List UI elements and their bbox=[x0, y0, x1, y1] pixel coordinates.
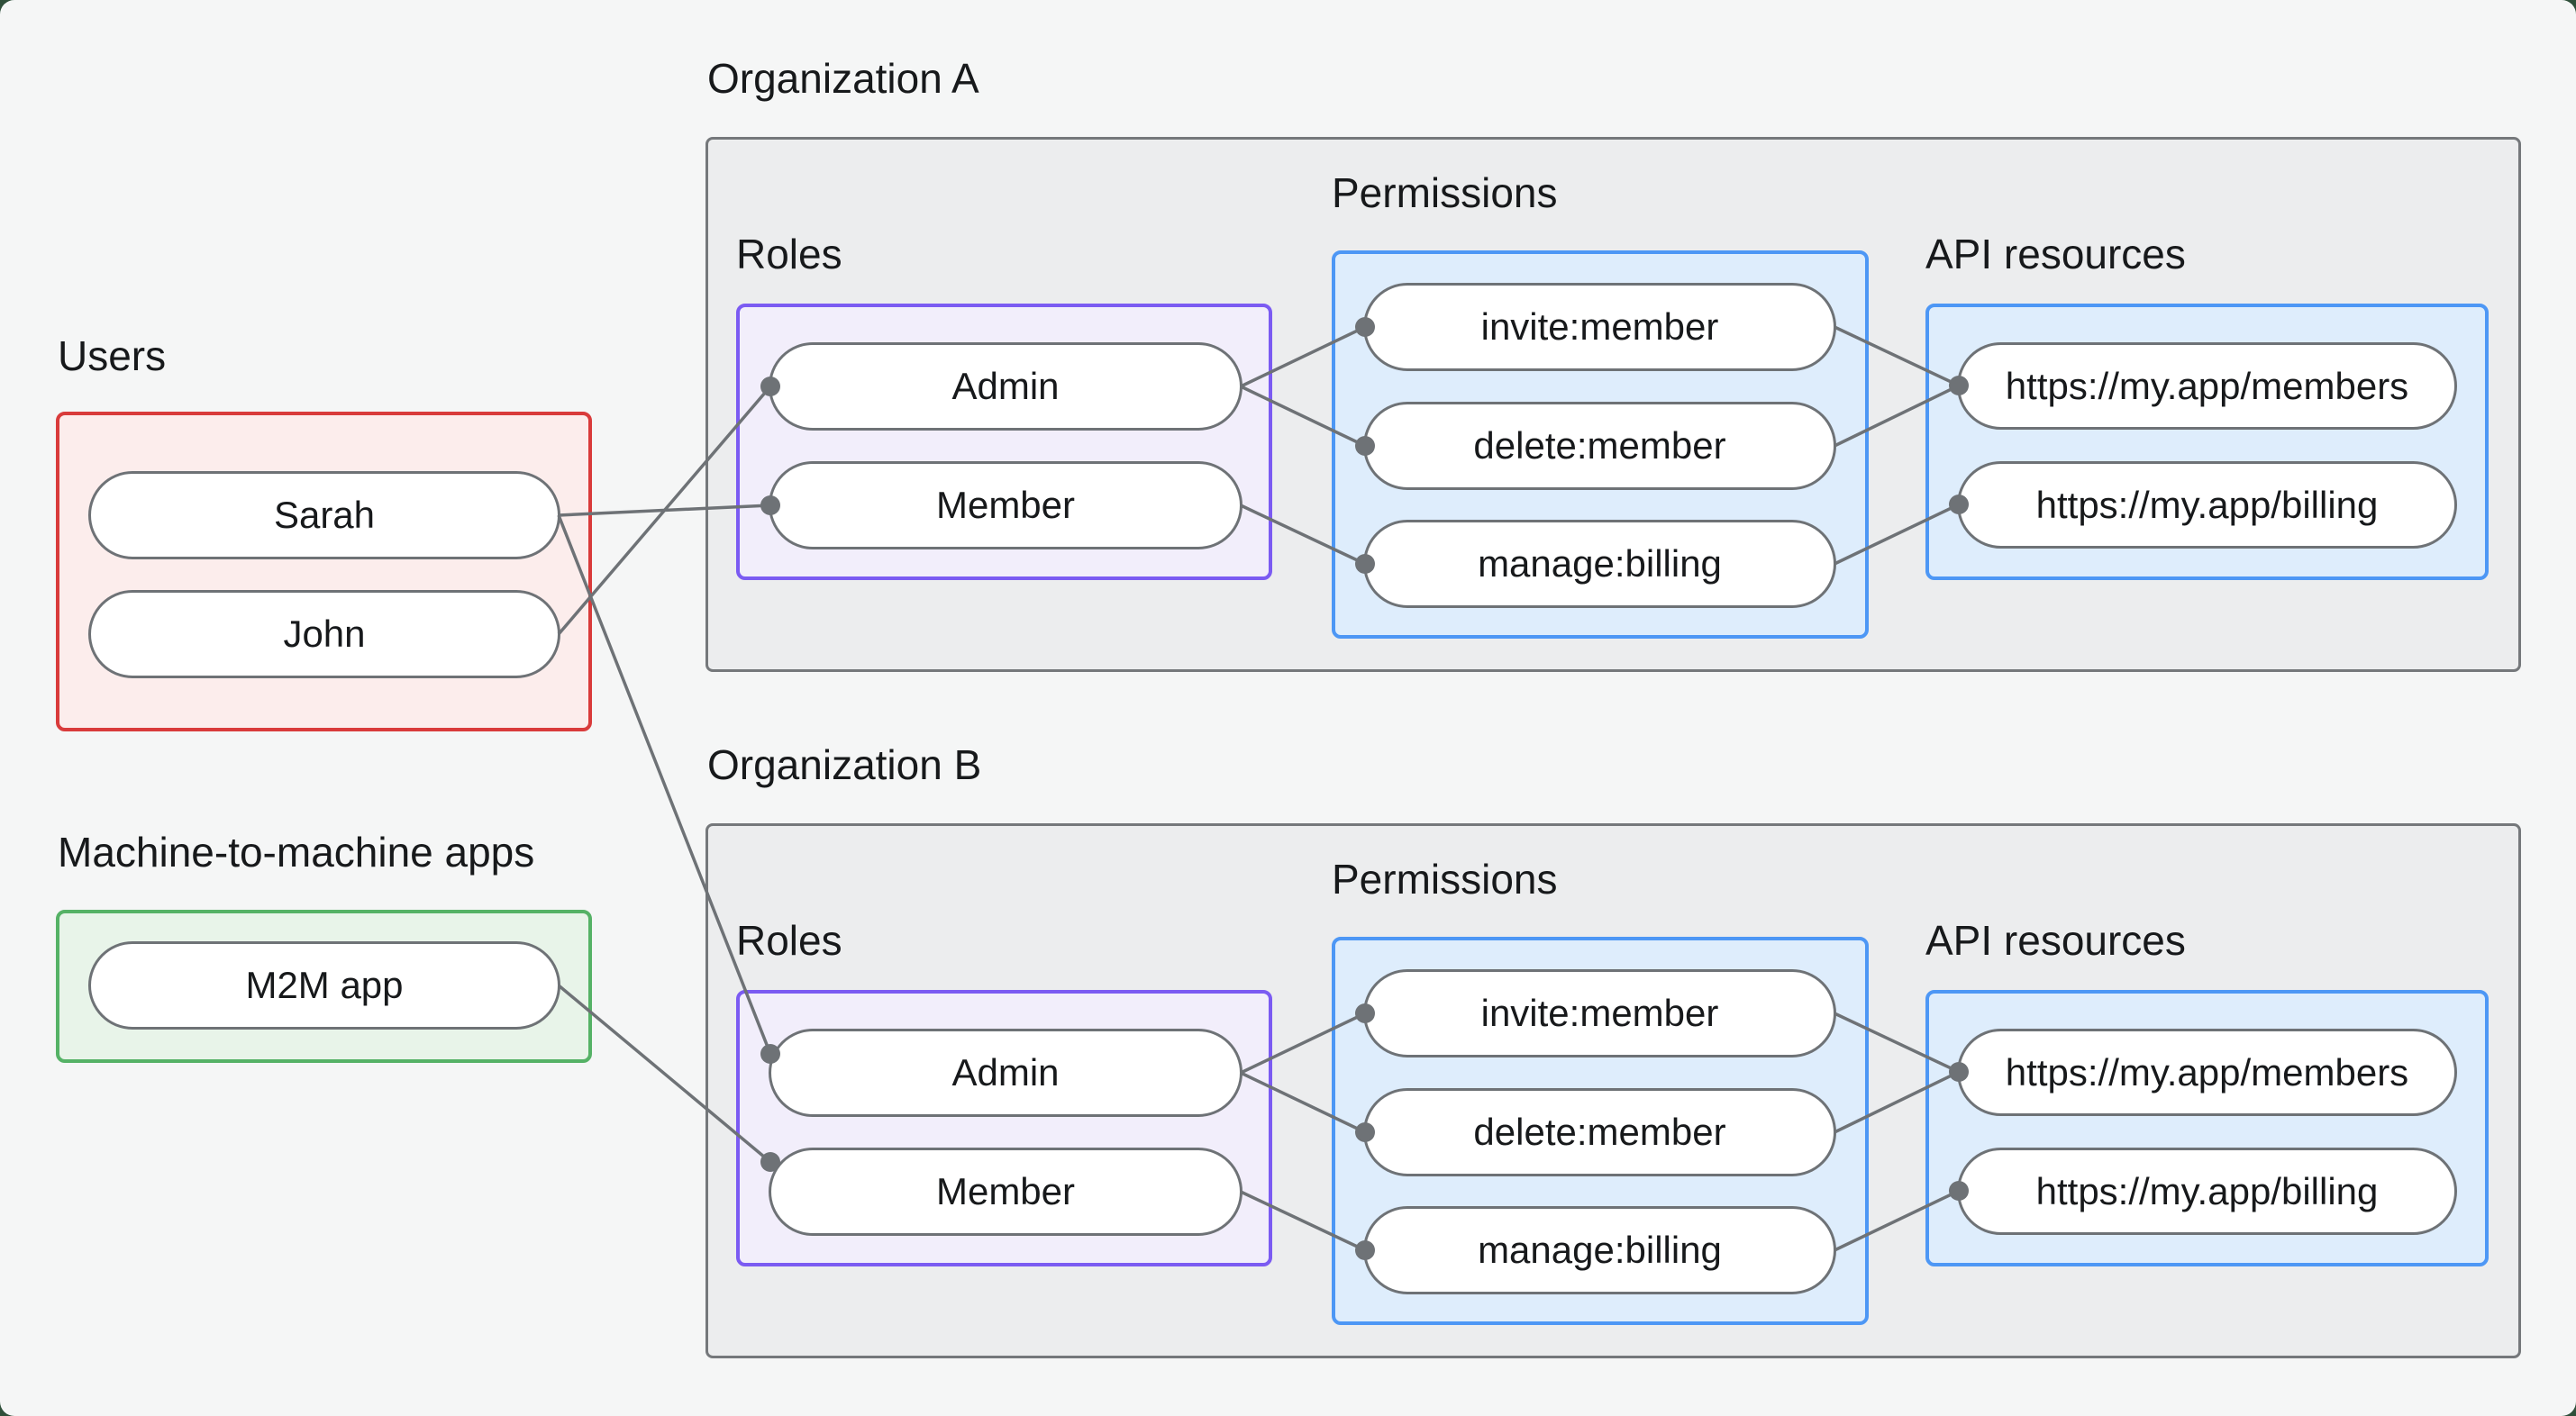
org-a-permission-invite-label: invite:member bbox=[1480, 305, 1719, 348]
org-a-role-admin-label: Admin bbox=[951, 365, 1060, 407]
org-b-role-member-label: Member bbox=[935, 1170, 1076, 1212]
org-b-role-admin-label: Admin bbox=[951, 1051, 1060, 1094]
org-a-role-member-label: Member bbox=[935, 484, 1076, 526]
org-a-role-member: Member bbox=[769, 461, 1242, 549]
org-b-role-admin: Admin bbox=[769, 1029, 1242, 1117]
org-a-api-billing: https://my.app/billing bbox=[1957, 461, 2457, 549]
org-a-permission-manage: manage:billing bbox=[1363, 520, 1836, 608]
users-group-label: Users bbox=[58, 332, 167, 379]
org-b-permission-delete-label: delete:member bbox=[1473, 1111, 1726, 1153]
org-a-api-billing-label: https://my.app/billing bbox=[2035, 483, 2379, 526]
org-b-permission-manage: manage:billing bbox=[1363, 1206, 1836, 1294]
org-a-role-admin: Admin bbox=[769, 342, 1242, 431]
org-b-permissions-label: Permissions bbox=[1332, 856, 1558, 903]
org-b-api-billing-label: https://my.app/billing bbox=[2035, 1169, 2379, 1212]
m2m-app-node-label: M2M app bbox=[245, 964, 404, 1006]
org-a-api-members: https://my.app/members bbox=[1957, 342, 2457, 430]
org-a-permission-delete: delete:member bbox=[1363, 402, 1836, 490]
org-b-role-member: Member bbox=[769, 1148, 1242, 1236]
org-a-api-members-label: https://my.app/members bbox=[2005, 364, 2409, 407]
org-a-api-label: API resources bbox=[1925, 231, 2186, 277]
org-a-permissions-label: Permissions bbox=[1332, 169, 1558, 216]
user-node-john: John bbox=[88, 590, 560, 678]
user-node-john-label: John bbox=[283, 613, 366, 655]
org-b-api-members-label: https://my.app/members bbox=[2005, 1050, 2409, 1094]
org-a-permission-invite: invite:member bbox=[1363, 283, 1836, 371]
org-b-api-label: API resources bbox=[1925, 917, 2186, 964]
org-b-permission-delete: delete:member bbox=[1363, 1088, 1836, 1176]
org-b-api-billing: https://my.app/billing bbox=[1957, 1148, 2457, 1235]
user-node-sarah: Sarah bbox=[88, 471, 560, 559]
org-a-permission-manage-label: manage:billing bbox=[1478, 542, 1722, 585]
org-a-roles-label: Roles bbox=[736, 231, 842, 277]
org-b-api-members: https://my.app/members bbox=[1957, 1029, 2457, 1116]
org-a-title: Organization A bbox=[707, 55, 979, 102]
users-group-box bbox=[56, 412, 592, 731]
m2m-group-label: Machine-to-machine apps bbox=[58, 829, 535, 876]
m2m-app-node: M2M app bbox=[88, 941, 560, 1030]
org-a-permission-delete-label: delete:member bbox=[1473, 424, 1726, 467]
user-node-sarah-label: Sarah bbox=[273, 494, 376, 536]
org-b-permission-manage-label: manage:billing bbox=[1478, 1229, 1722, 1271]
org-b-roles-label: Roles bbox=[736, 917, 842, 964]
org-b-permission-invite-label: invite:member bbox=[1480, 992, 1719, 1034]
org-b-permission-invite: invite:member bbox=[1363, 969, 1836, 1057]
org-b-title: Organization B bbox=[707, 741, 982, 788]
